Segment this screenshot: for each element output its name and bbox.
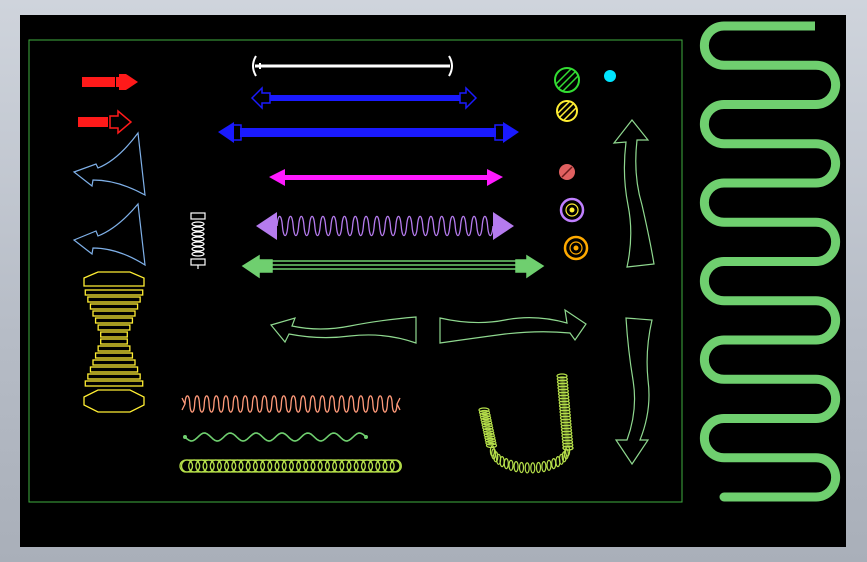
u-shaped-coil-spring — [478, 373, 574, 474]
green-meander-path — [699, 21, 841, 502]
green-wave-end-markers — [183, 435, 368, 439]
green-wavy-arrow-left — [269, 316, 417, 344]
salmon-wavy-spring — [181, 395, 401, 413]
red-arrow-solid — [82, 74, 138, 90]
blue-double-arrow-thick — [218, 122, 519, 143]
green-wavy-arrow-down — [614, 317, 653, 466]
yellow-hourglass-spring — [83, 271, 145, 413]
cyan-dot — [604, 70, 616, 82]
white-small-spring — [190, 212, 206, 269]
lime-coil-spring — [179, 459, 402, 473]
green-rail-double-arrow — [241, 254, 545, 279]
green-sine-wave — [184, 432, 366, 442]
violet-ring-circle — [559, 197, 585, 223]
green-hatched-circle — [554, 67, 580, 93]
magenta-double-arrow — [269, 169, 503, 186]
white-double-arrow — [252, 55, 453, 77]
funnel-arrow-bottom — [72, 202, 146, 267]
green-wavy-arrow-up — [612, 119, 655, 268]
blue-double-arrow-thin — [250, 86, 478, 110]
drawing-border — [28, 39, 683, 503]
pink-crossed-circle — [559, 164, 575, 180]
red-arrow-outline — [78, 109, 133, 135]
lavender-wavy-double-arrow — [256, 212, 514, 240]
funnel-arrow-top — [72, 131, 146, 197]
yellow-hatched-circle — [556, 100, 578, 122]
green-wavy-arrow-right — [439, 308, 587, 344]
orange-ring-circle — [563, 235, 589, 261]
